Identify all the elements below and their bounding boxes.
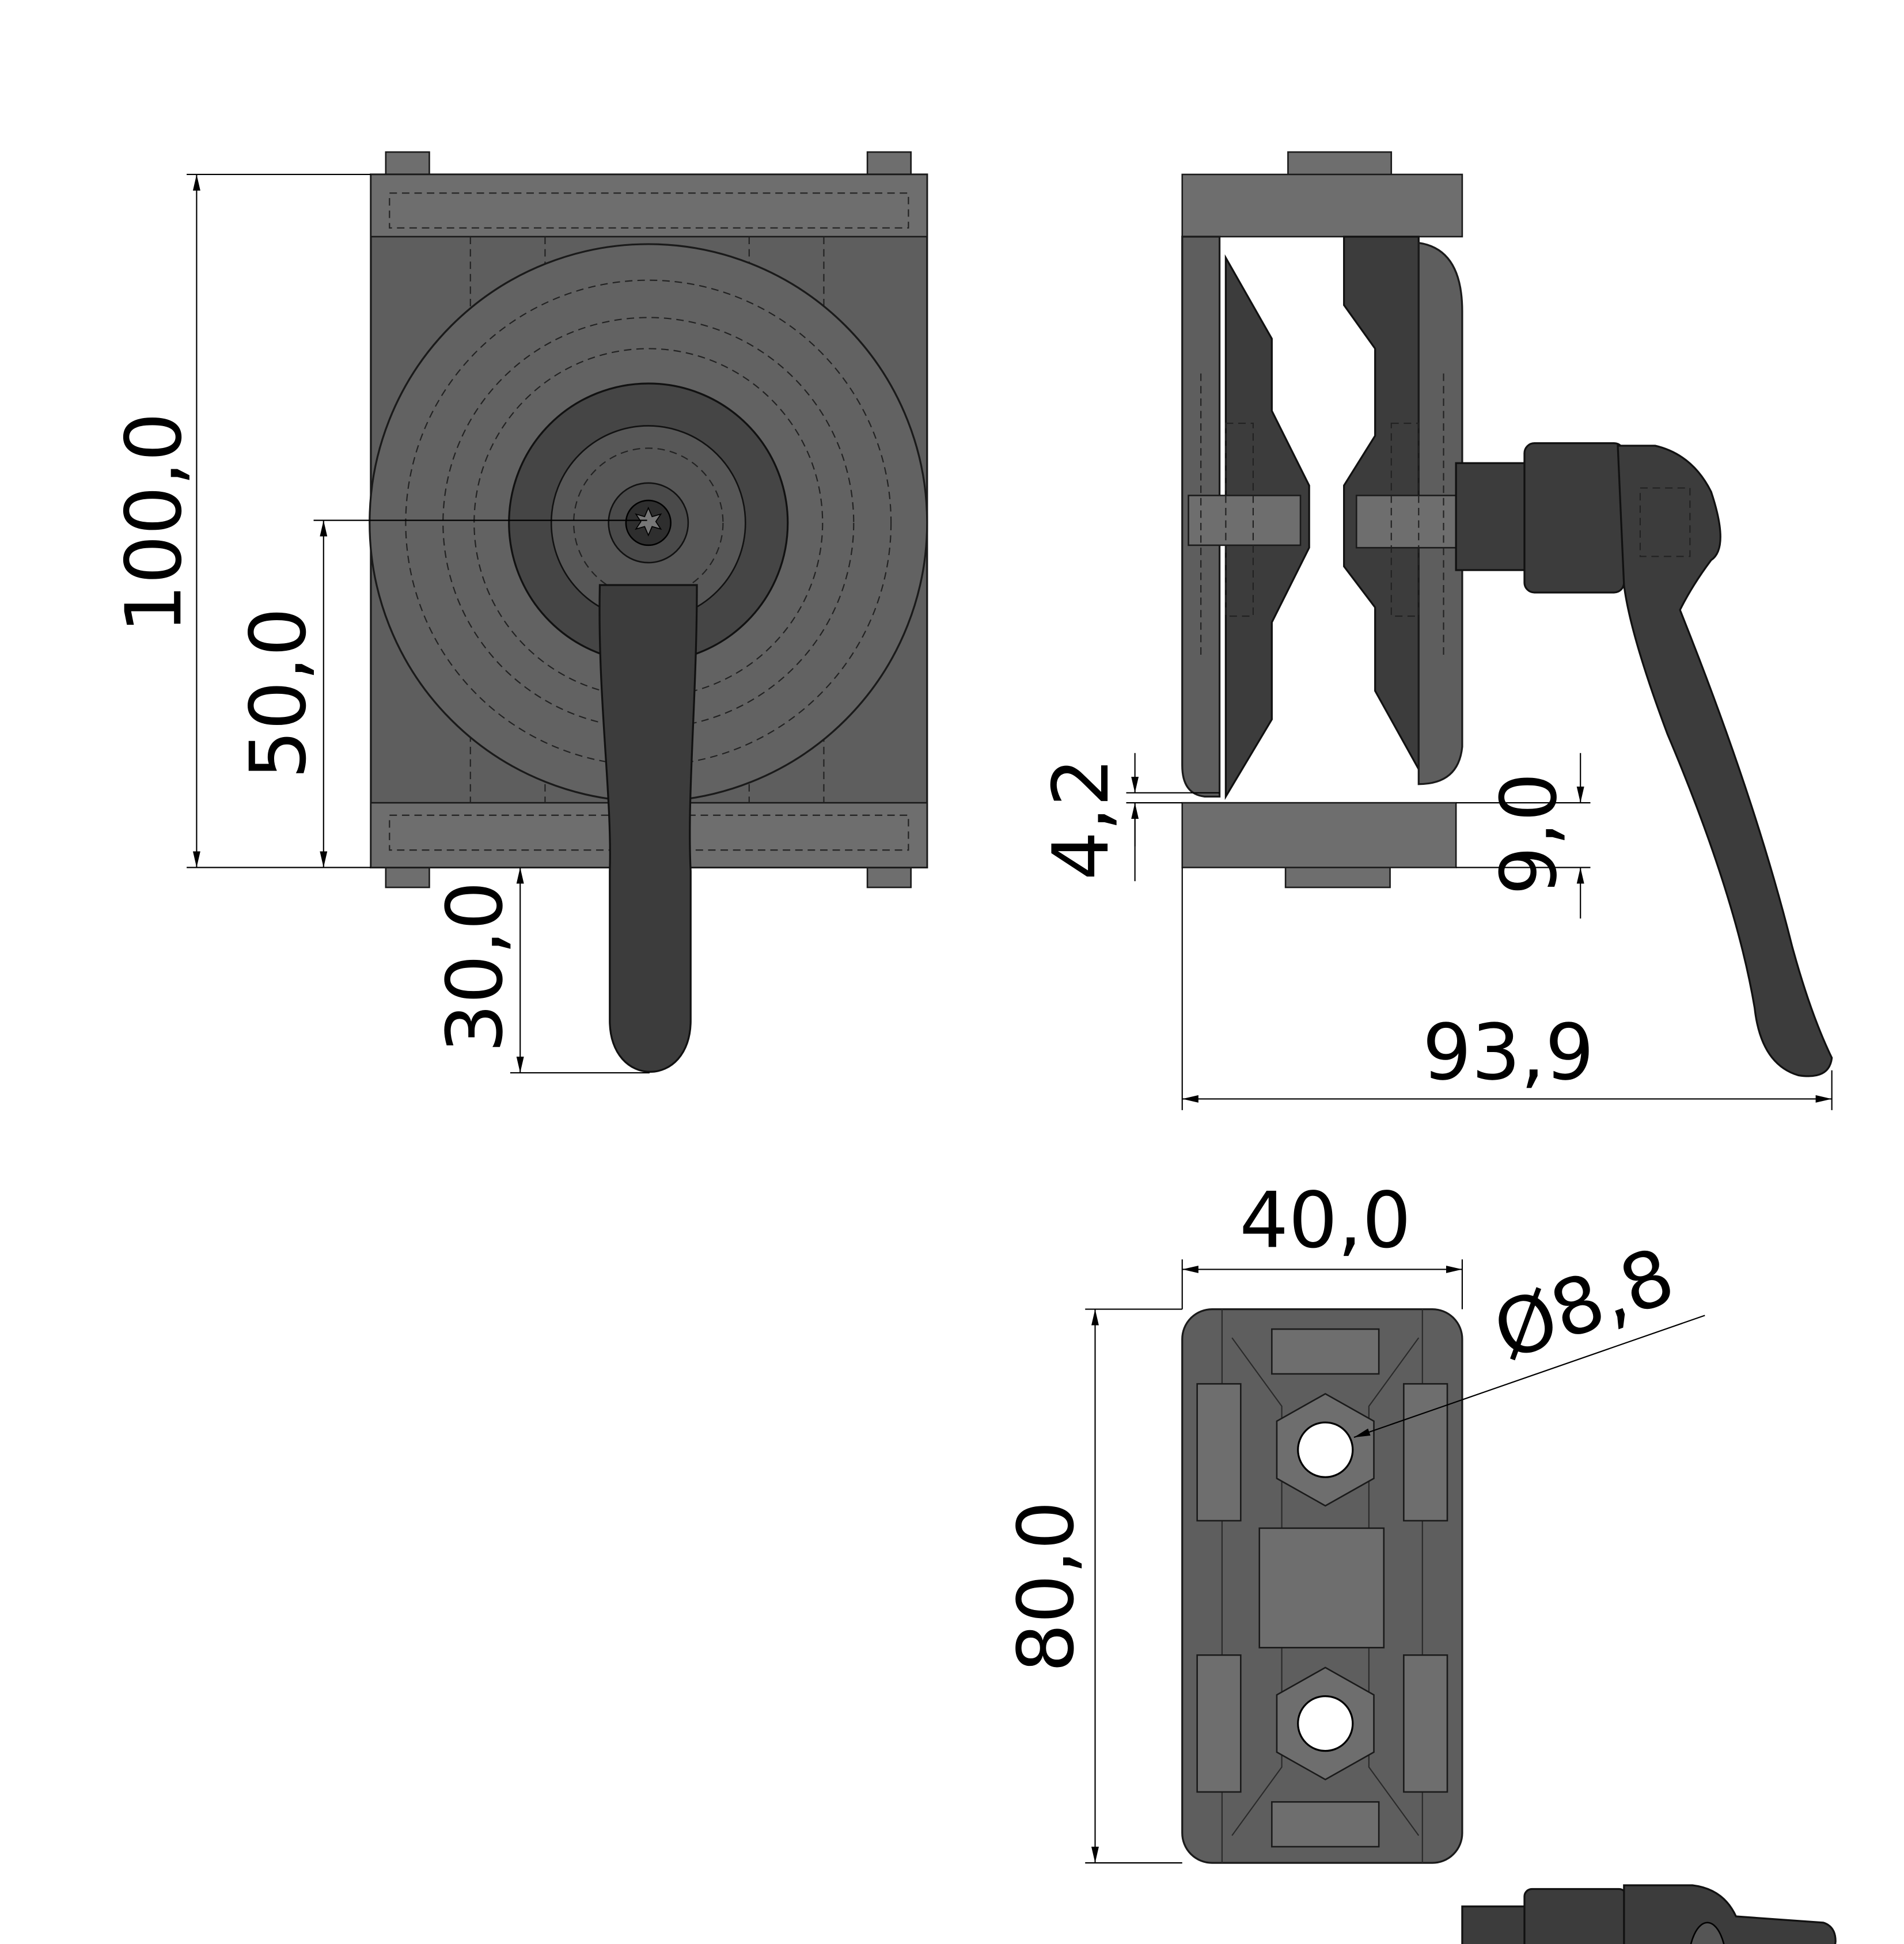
- dim-side-base-thickness: 9,0: [1484, 773, 1574, 895]
- dim-front-lever-overhang: 30,0: [430, 881, 520, 1053]
- front-lever: [598, 584, 698, 1073]
- mounting-hole-bottom: [1297, 1695, 1354, 1752]
- side-bottom-tab: [1284, 864, 1391, 889]
- dim-bottom-width: 40,0: [1239, 1176, 1411, 1266]
- side-dimensions: 4,2 9,0 93,9: [1036, 753, 1833, 1110]
- side-top-tab: [1287, 151, 1393, 178]
- bottom-view: [1181, 1308, 1837, 1944]
- bottom-center-block: [1258, 1527, 1385, 1649]
- side-lever: [1617, 445, 1833, 1077]
- dim-bottom-hole-diameter: Ø8,8: [1482, 1231, 1686, 1378]
- bottom-shaft: [1461, 1905, 1528, 1944]
- dim-side-total-width: 93,9: [1423, 1008, 1594, 1098]
- side-bottom-bar: [1181, 802, 1457, 868]
- front-top-tab-right: [866, 151, 912, 178]
- dim-side-gap: 4,2: [1036, 758, 1126, 880]
- front-dimensions: 100,0 50,0 30,0: [109, 173, 650, 1074]
- side-view: [1181, 151, 1833, 1077]
- front-view: [369, 151, 928, 1073]
- bottom-slot-top: [1271, 1328, 1380, 1375]
- bottom-knob: [1523, 1888, 1628, 1944]
- front-top-tab-left: [385, 151, 430, 178]
- dim-bottom-length: 80,0: [1002, 1501, 1091, 1672]
- front-top-band: [370, 173, 928, 238]
- side-shaft: [1455, 462, 1530, 571]
- side-top-bar: [1181, 173, 1463, 238]
- front-bottom-tab-right: [866, 864, 912, 889]
- bottom-lever: [1623, 1884, 1837, 1944]
- dim-front-center-height: 50,0: [233, 608, 323, 779]
- bottom-slot-bottom: [1271, 1801, 1380, 1848]
- side-knob: [1523, 442, 1625, 594]
- mounting-hole-top: [1297, 1421, 1354, 1478]
- dim-front-height: 100,0: [109, 412, 199, 633]
